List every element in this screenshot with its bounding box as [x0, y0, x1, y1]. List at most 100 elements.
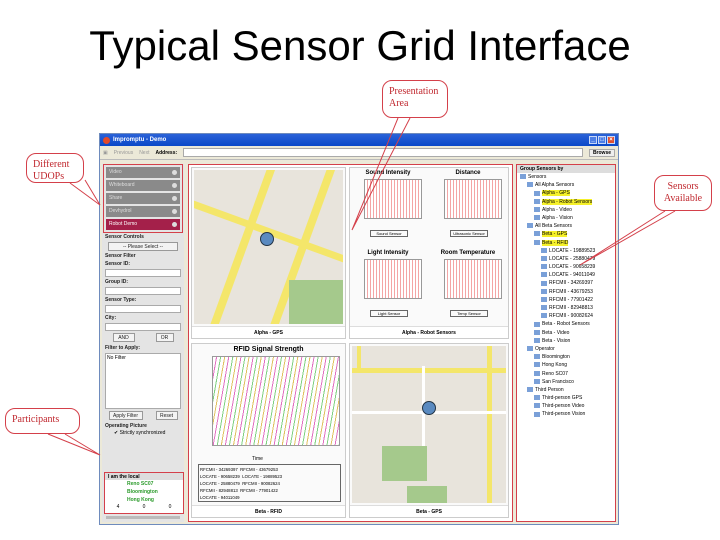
city-input[interactable]: [105, 323, 181, 331]
tree-node[interactable]: Alpha - Vision: [517, 214, 615, 222]
city-label: City:: [105, 315, 117, 321]
tree-node[interactable]: Bloomington: [517, 353, 615, 361]
tree-node[interactable]: Reno SC07: [517, 370, 615, 378]
group-id-input[interactable]: [105, 287, 181, 295]
volume-slider[interactable]: [106, 516, 180, 519]
sensor-select[interactable]: -- Please Select --: [108, 242, 178, 251]
callout-participants: Participants: [5, 408, 80, 434]
tree-node[interactable]: Alpha - Robot Sensors: [517, 198, 615, 206]
left-panel: Video Whiteboard Share Devhydrol Robot D…: [102, 164, 184, 522]
sensor-id-input[interactable]: [105, 269, 181, 277]
sensor-icon: [541, 280, 547, 286]
participants-list: I am the local Reno SC07 Bloomington Hon…: [104, 472, 184, 514]
or-button[interactable]: OR: [155, 333, 174, 342]
participant-item[interactable]: Hong Kong: [127, 497, 154, 503]
panel-caption: Beta - GPS: [350, 505, 508, 517]
gps-pin-icon[interactable]: [260, 232, 274, 246]
apply-filter-button[interactable]: Apply Filter: [108, 411, 143, 420]
sensor-icon: [534, 215, 540, 221]
tree-node[interactable]: All Beta Sensors: [517, 222, 615, 230]
previous-button[interactable]: Previous: [113, 149, 134, 156]
tree-node[interactable]: LOCATE - 90658239: [517, 263, 615, 271]
tree-node[interactable]: Third-person GPS: [517, 394, 615, 402]
sensor-type-select[interactable]: [105, 305, 181, 313]
strictly-synchronized-checkbox[interactable]: ✔ Strictly synchronized: [114, 430, 166, 436]
chart-legend: Sound Sensor: [370, 230, 408, 237]
sensor-icon: [534, 337, 540, 343]
tree-node[interactable]: Beta - GPS: [517, 230, 615, 238]
and-button[interactable]: AND: [112, 333, 135, 342]
minimize-button[interactable]: _: [589, 136, 597, 144]
panel-caption: Beta - RFID: [192, 505, 345, 517]
tree-node-label: Operator: [535, 345, 555, 352]
udop-video[interactable]: Video: [106, 167, 180, 178]
udop-share[interactable]: Share: [106, 193, 180, 204]
checkbox-label: Strictly synchronized: [119, 430, 166, 436]
sensor-icon: [534, 231, 540, 237]
tree-node[interactable]: Beta - RFID: [517, 239, 615, 247]
beta-rfid-panel: RFID Signal Strength Time RFCMII - 34269…: [191, 343, 346, 518]
tree-node-label: RFCMII - 82948813: [549, 305, 593, 311]
filter-textarea[interactable]: No Filter: [105, 353, 181, 409]
maximize-button[interactable]: □: [598, 136, 606, 144]
tree-node[interactable]: Alpha - GPS: [517, 189, 615, 197]
sensor-icon: [541, 296, 547, 302]
sensor-icon: [534, 198, 540, 204]
tree-node[interactable]: RFCMII - 90082624: [517, 312, 615, 320]
sensor-icon: [534, 206, 540, 212]
close-button[interactable]: ×: [607, 136, 615, 144]
beta-gps-map[interactable]: [352, 346, 506, 503]
tree-node[interactable]: Beta - Video: [517, 329, 615, 337]
tree-node[interactable]: LOCATE - 25880479: [517, 255, 615, 263]
udop-whiteboard[interactable]: Whiteboard: [106, 180, 180, 191]
udop-devhydrol[interactable]: Devhydrol: [106, 206, 180, 217]
legend-item: RFCMII - 34269397: [200, 467, 238, 472]
reset-button[interactable]: Reset: [155, 411, 178, 420]
tree-node[interactable]: Hong Kong: [517, 361, 615, 369]
tree-node[interactable]: RFCMII - 34269397: [517, 279, 615, 287]
tree-node[interactable]: LOCATE - 94011049: [517, 271, 615, 279]
tree-node[interactable]: Sensors: [517, 173, 615, 181]
tree-node[interactable]: LOCATE - 19889523: [517, 247, 615, 255]
tree-node[interactable]: RFCMII - 43679253: [517, 288, 615, 296]
chart-title: Room Temperature: [440, 250, 496, 256]
sensor-controls-title: Sensor Controls: [105, 234, 144, 240]
title-bar: Impromptu - Demo _□×: [100, 134, 618, 146]
sensor-icon: [534, 362, 540, 368]
tree-node-label: LOCATE - 90658239: [549, 264, 596, 271]
home-icon[interactable]: ▣: [103, 149, 108, 156]
next-button[interactable]: Next: [139, 149, 150, 156]
count-yellow: 0: [168, 504, 172, 510]
tree-node[interactable]: Third Person: [517, 386, 615, 394]
chart-title: Sound Intensity: [365, 170, 411, 176]
tree-node[interactable]: Beta - Robot Sensors: [517, 320, 615, 328]
tree-node[interactable]: Third-person Video: [517, 402, 615, 410]
tree-node[interactable]: RFCMII - 77901422: [517, 296, 615, 304]
alpha-gps-map[interactable]: [194, 170, 343, 324]
group-sensors-title: Group Sensors by: [517, 165, 615, 173]
address-input[interactable]: [183, 148, 583, 157]
sensor-icon: [541, 313, 547, 319]
tree-node[interactable]: Alpha - Video: [517, 206, 615, 214]
sensor-type-label: Sensor Type:: [105, 297, 137, 303]
tree-node-label: Beta - Vision: [542, 337, 571, 344]
tree-node-label: Third Person: [535, 386, 564, 393]
folder-icon: [527, 346, 533, 352]
participant-item[interactable]: Bloomington: [127, 489, 158, 495]
tree-node[interactable]: Beta - Vision: [517, 337, 615, 345]
tree-node[interactable]: RFCMII - 82948813: [517, 304, 615, 312]
browse-button[interactable]: Browse: [588, 148, 615, 157]
folder-icon: [527, 223, 533, 229]
gps-pin-icon[interactable]: [422, 401, 436, 415]
participant-item[interactable]: Reno SC07: [127, 481, 154, 487]
tree-node[interactable]: Third-person Vision: [517, 410, 615, 418]
legend-item: RFCMII - 82948813: [200, 488, 238, 493]
tree-node-label: Alpha - Vision: [542, 214, 573, 221]
tree-node[interactable]: All Alpha Sensors: [517, 181, 615, 189]
udop-robot-demo[interactable]: Robot Demo: [106, 219, 180, 230]
chart-title: Distance: [455, 170, 481, 176]
tree-node[interactable]: San Francisco: [517, 378, 615, 386]
tree-node[interactable]: Operator: [517, 345, 615, 353]
